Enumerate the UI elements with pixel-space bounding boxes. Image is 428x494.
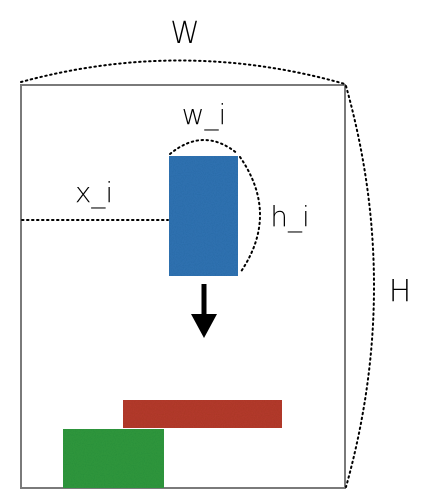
height-dimension-arc xyxy=(345,85,375,488)
item-x-label: x_i xyxy=(75,176,113,210)
height-label: H xyxy=(389,274,412,309)
placed-red-block xyxy=(123,400,282,428)
item-width-arc xyxy=(169,139,239,155)
falling-block xyxy=(169,156,238,276)
item-width-label: w_i xyxy=(182,98,227,132)
width-label: W xyxy=(170,16,200,51)
item-height-label: h_i xyxy=(270,200,310,234)
placed-green-block xyxy=(63,429,164,488)
item-height-arc xyxy=(239,156,261,274)
container-box xyxy=(20,84,346,489)
width-dimension-arc xyxy=(20,59,346,85)
arrow-down-icon xyxy=(191,284,217,338)
